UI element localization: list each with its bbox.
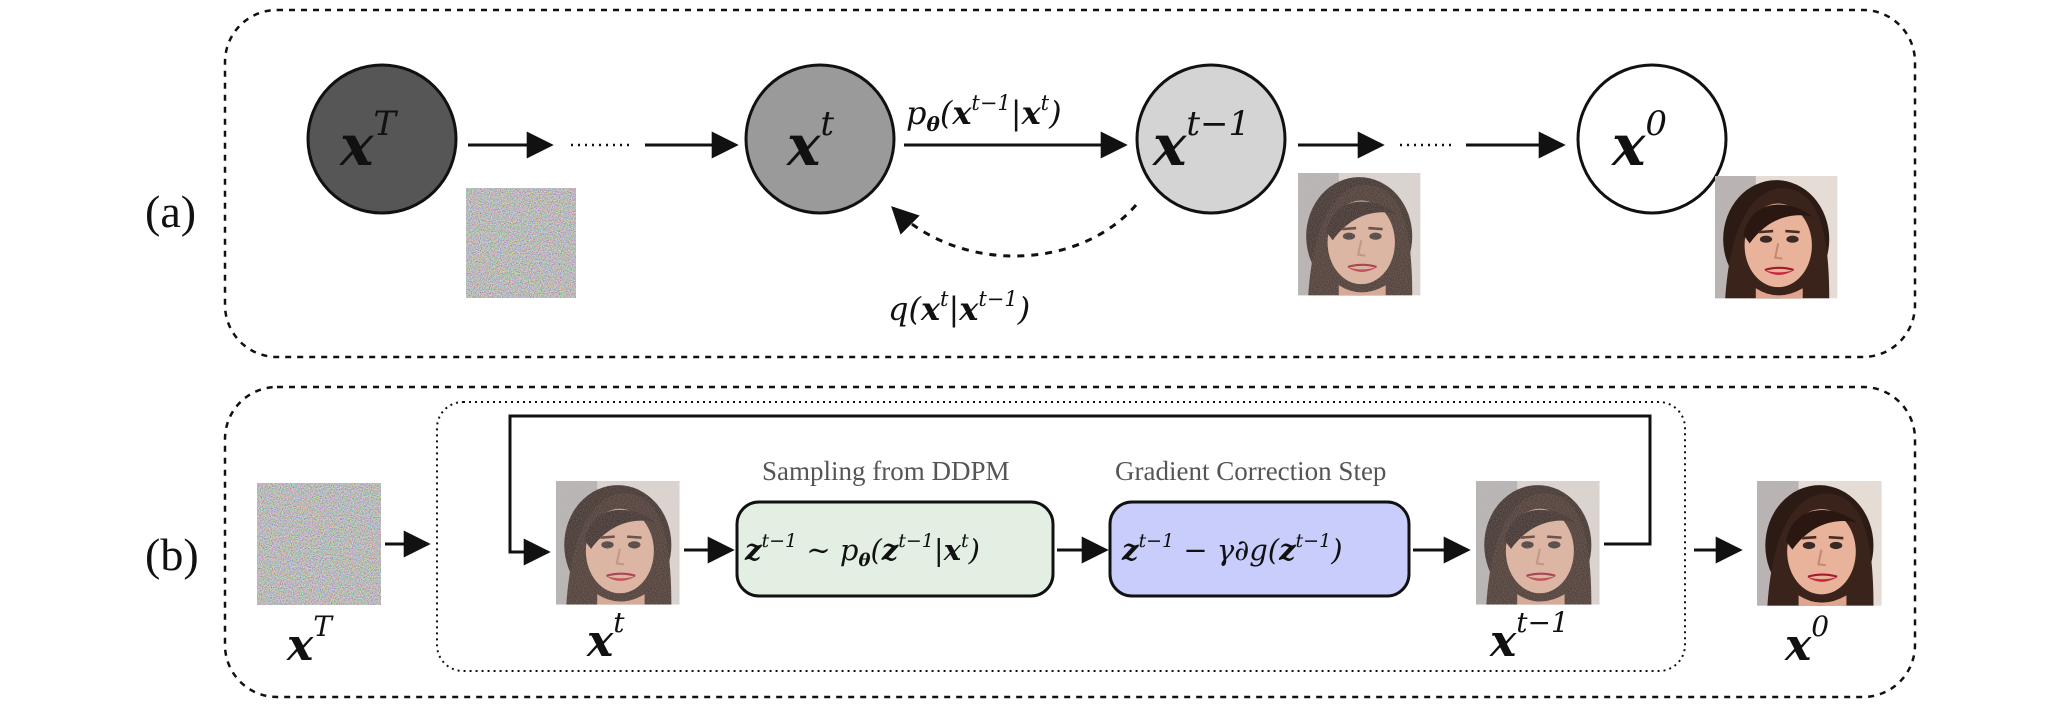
panel-b: (b) xT xt Sampling from DDPM zt−1 ∼ pθ(z… xyxy=(145,385,1917,699)
panel-b-frame xyxy=(223,385,1917,699)
noisy-face-image-a xyxy=(1298,173,1421,296)
sampling-caption: Sampling from DDPM xyxy=(762,456,1010,486)
xt-minus-1-label: xt−1 xyxy=(1489,606,1569,667)
loop-back-path xyxy=(508,414,1652,566)
panel-a: (a) xT xt xt−1 x0 pθ(xt−1|xt) q(xt|xt−1) xyxy=(145,8,1917,359)
node-x0 xyxy=(1576,63,1728,215)
sampling-box xyxy=(735,500,1055,598)
node-xt xyxy=(744,63,896,215)
sampling-formula: zt−1 ∼ pθ(zt−1|xt) xyxy=(744,530,980,571)
node-xT-label: xT xyxy=(339,104,398,179)
noise-image-b xyxy=(257,483,381,605)
clean-face-image-x0 xyxy=(1757,481,1882,606)
node-x0-label: x0 xyxy=(1611,104,1667,179)
input-xT-label: xT xyxy=(286,610,334,671)
x0-label: x0 xyxy=(1784,610,1829,671)
node-xt-minus-1-label: xt−1 xyxy=(1152,104,1250,179)
correction-formula: zt−1 − γ∂g(zt−1) xyxy=(1121,530,1343,567)
panel-b-label: (b) xyxy=(145,529,199,580)
node-xt-label: xt xyxy=(786,104,834,179)
panel-a-frame xyxy=(223,8,1917,359)
arrow-reverse-q xyxy=(891,204,1138,258)
loop-frame xyxy=(436,401,1686,672)
panel-a-label: (a) xyxy=(145,186,196,237)
correction-caption: Gradient Correction Step xyxy=(1115,456,1386,486)
xt-label: xt xyxy=(586,606,625,667)
node-xT xyxy=(306,63,458,215)
forward-label: pθ(xt−1|xt) xyxy=(906,91,1062,136)
node-xt-minus-1 xyxy=(1135,63,1287,215)
noisy-face-image-xt xyxy=(556,481,680,605)
noise-image-a xyxy=(466,188,576,298)
correction-box xyxy=(1108,500,1411,598)
noisy-face-image-xt-minus-1 xyxy=(1476,481,1600,605)
clean-face-image-a xyxy=(1715,176,1838,299)
reverse-label: q(xt|xt−1) xyxy=(888,287,1030,328)
